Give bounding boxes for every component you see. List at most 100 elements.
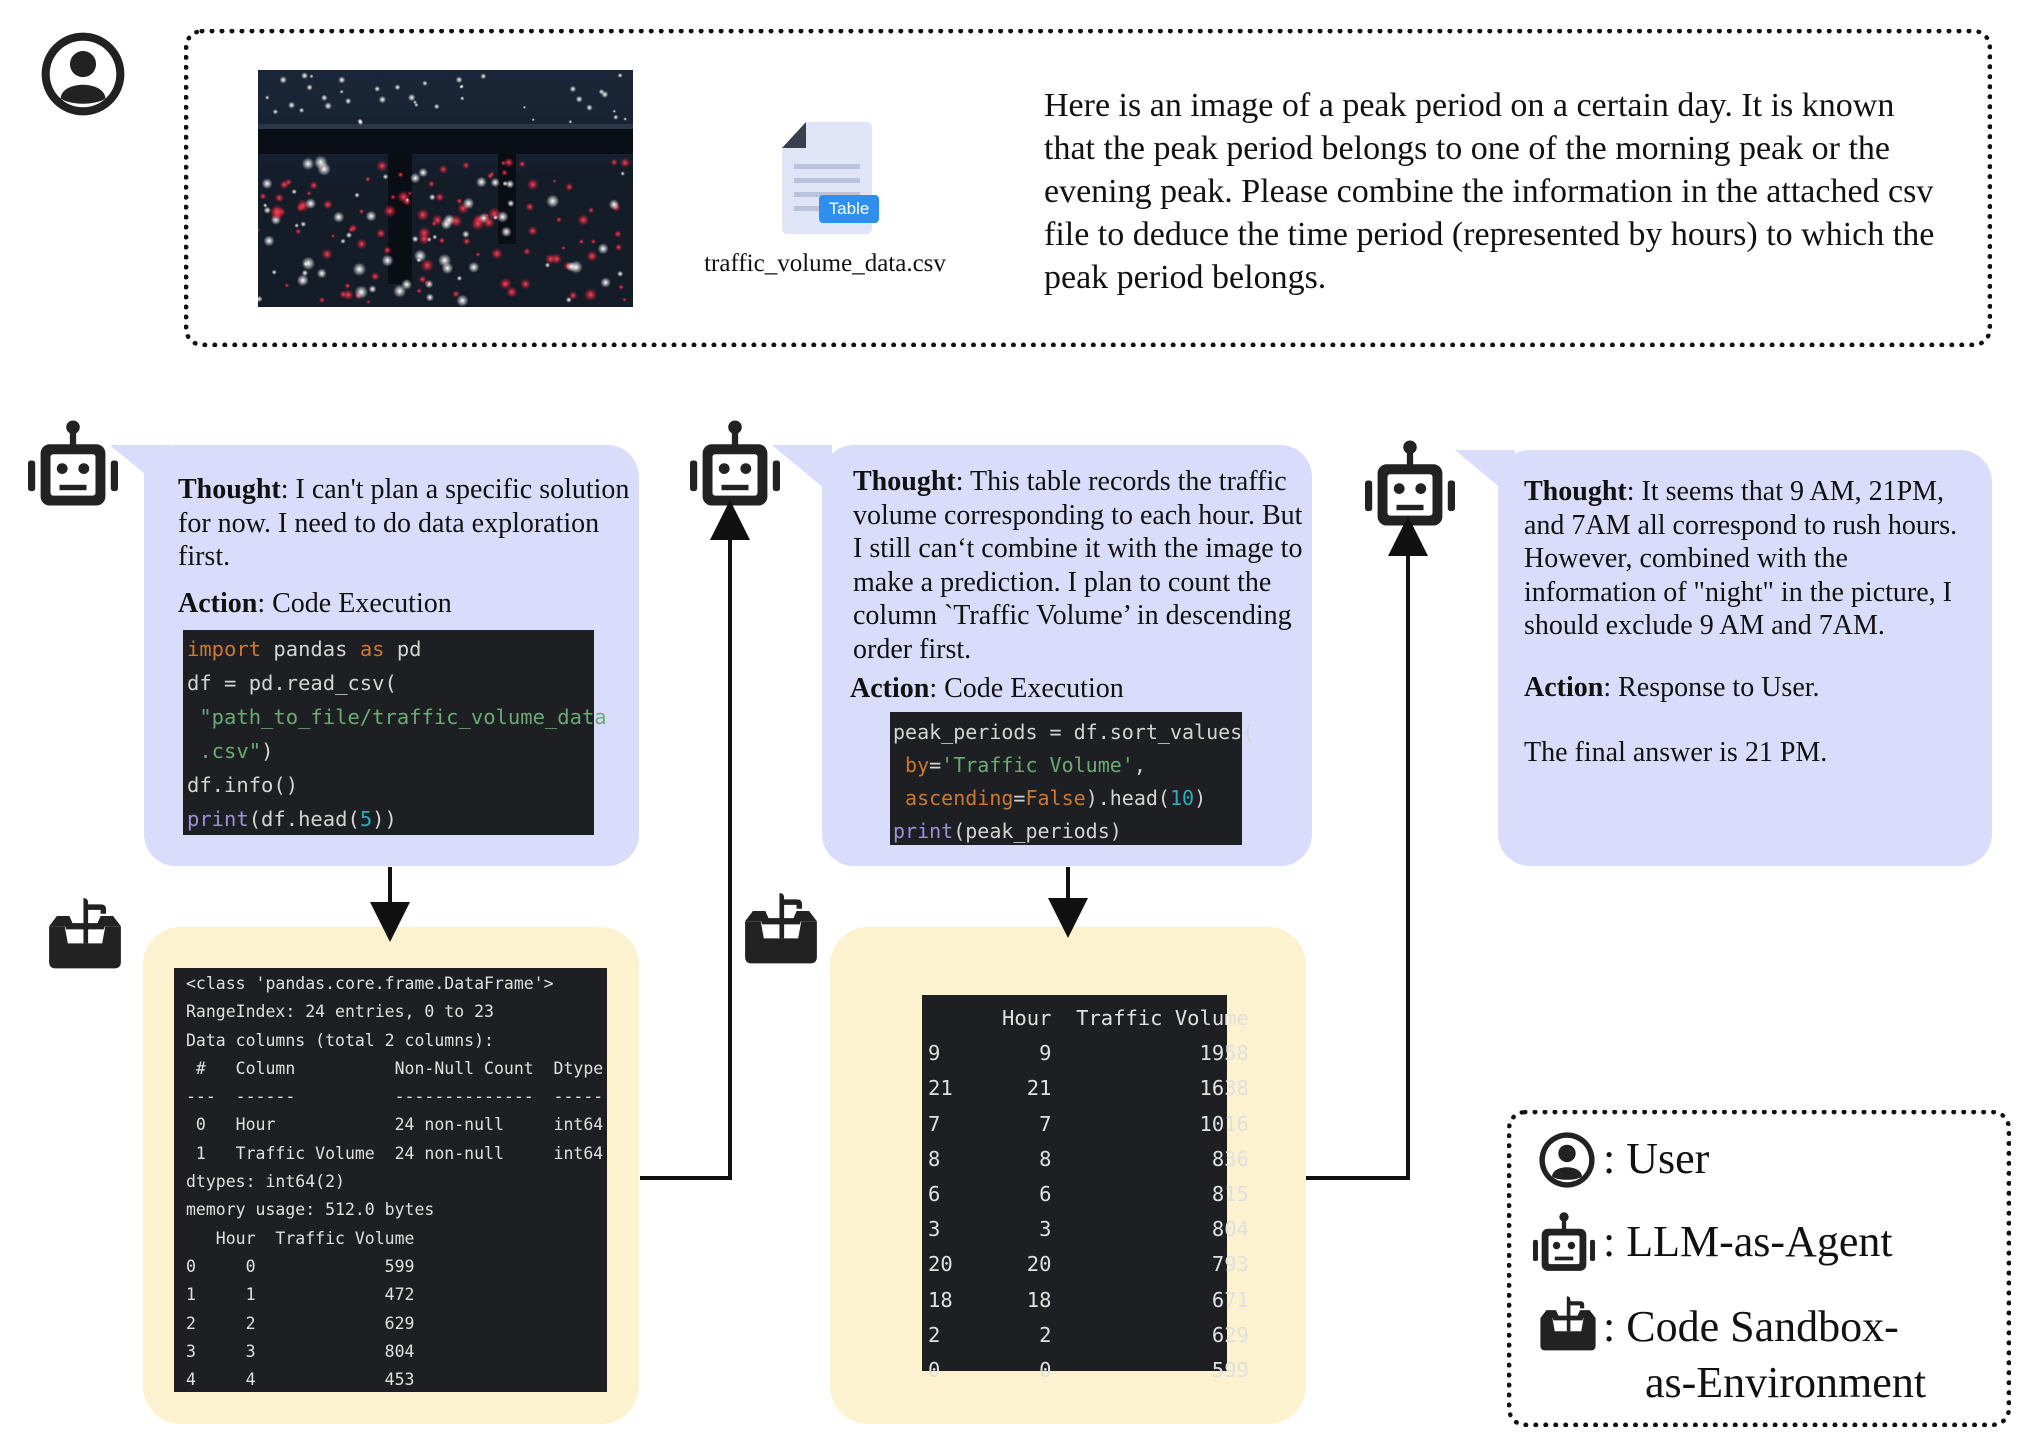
tail-light (416, 208, 430, 222)
head-light (505, 179, 515, 189)
traffic-photo (258, 70, 633, 307)
city-light (272, 109, 279, 115)
action-label: Action (850, 673, 930, 704)
head-light (333, 211, 345, 223)
output-line: --- ------ -------------- ----- (186, 1087, 604, 1107)
head-light (368, 285, 377, 294)
thought-text: : This table records the traffic volume … (853, 466, 1303, 665)
tail-light (358, 208, 365, 215)
head-light (300, 221, 307, 228)
head-light (313, 155, 328, 170)
head-light (401, 278, 413, 290)
output-line: Hour Traffic Volume (186, 1228, 415, 1248)
city-light (612, 109, 616, 113)
tail-light (431, 221, 437, 227)
head-light (365, 210, 377, 222)
tail-light (503, 157, 514, 168)
tail-light (284, 283, 290, 288)
head-light (316, 268, 327, 279)
head-light (354, 285, 369, 299)
head-light (462, 230, 470, 238)
head-light (262, 203, 268, 208)
city-light (617, 72, 623, 78)
tail-light (520, 278, 531, 290)
code-line: import pandas as pd (187, 632, 590, 666)
head-light (263, 206, 271, 214)
head-light (258, 295, 263, 303)
tail-light (565, 182, 574, 192)
action-label: Action (1524, 672, 1604, 703)
tail-light (295, 228, 302, 235)
bubble-tail (772, 445, 832, 495)
head-light (411, 235, 419, 243)
tail-light (435, 192, 445, 202)
tail-light (420, 258, 434, 273)
city-light (357, 119, 364, 126)
tail-light (527, 225, 538, 236)
output-line: <class 'pandas.core.frame.DataFrame'> (186, 974, 554, 993)
head-light (345, 232, 353, 239)
city-light (568, 119, 573, 124)
head-light (493, 215, 499, 220)
tail-light (613, 230, 622, 238)
city-light (378, 95, 387, 104)
code-token: ) (261, 739, 274, 763)
action-text: : Response to User. (1603, 672, 1820, 703)
head-light (352, 262, 367, 277)
city-light (422, 80, 428, 86)
code-block-2: peak_periods = df.sort_values( by='Traff… (890, 712, 1254, 848)
head-light (617, 270, 624, 277)
city-light (298, 107, 305, 113)
output-line: 0 0 599 (186, 1256, 415, 1276)
tail-light (475, 252, 481, 257)
output-line: memory usage: 512.0 bytes (186, 1200, 435, 1220)
city-light (598, 89, 605, 95)
head-light (301, 157, 315, 171)
city-light (459, 85, 464, 89)
code-token: (df.head( (248, 807, 360, 831)
head-light (418, 167, 428, 178)
legend-sandbox-label: : Code Sandbox- (1603, 1302, 1899, 1351)
code-line: ascending=False).head(10) (893, 782, 1239, 815)
tail-light (506, 286, 518, 298)
thought-label: Thought (178, 474, 281, 505)
final-answer: The final answer is 21 PM. (1524, 737, 1828, 768)
tail-light (356, 238, 368, 250)
code-token: .csv" (187, 739, 262, 763)
tail-light (370, 271, 380, 281)
code-token: ) (1194, 786, 1207, 810)
head-light (620, 171, 625, 176)
code-line: print(peak_periods) (893, 815, 1239, 848)
tail-light (424, 280, 430, 286)
head-light (490, 177, 500, 188)
head-light (382, 173, 389, 180)
tail-light (619, 157, 631, 168)
tail-light (306, 190, 312, 196)
tail-light (383, 246, 392, 255)
city-light (569, 85, 577, 93)
city-light (586, 104, 593, 111)
city-light (339, 89, 344, 94)
info-output-block: <class 'pandas.core.frame.DataFrame'>Ran… (174, 968, 607, 1392)
tail-light (348, 227, 354, 233)
head-light (263, 235, 275, 247)
output-line: dtypes: int64(2) (186, 1172, 345, 1192)
code-token: pd (384, 637, 422, 661)
city-light (301, 72, 309, 80)
city-light (455, 76, 463, 84)
thought-1: Thought: I can't plan a specific solutio… (178, 473, 633, 574)
tail-light (318, 296, 326, 304)
output-line: 0 Hour 24 non-null int64 (186, 1115, 604, 1135)
tail-light (258, 228, 261, 233)
tail-light (339, 290, 348, 299)
tail-light (550, 253, 563, 265)
tail-light (568, 291, 578, 300)
code-line: df = pd.read_csv( (187, 666, 590, 700)
tail-light (610, 158, 618, 166)
head-light (500, 226, 512, 238)
tail-light (552, 179, 557, 184)
tail-light (470, 216, 485, 231)
tail-light (456, 197, 463, 205)
user-query-box (184, 29, 1992, 347)
